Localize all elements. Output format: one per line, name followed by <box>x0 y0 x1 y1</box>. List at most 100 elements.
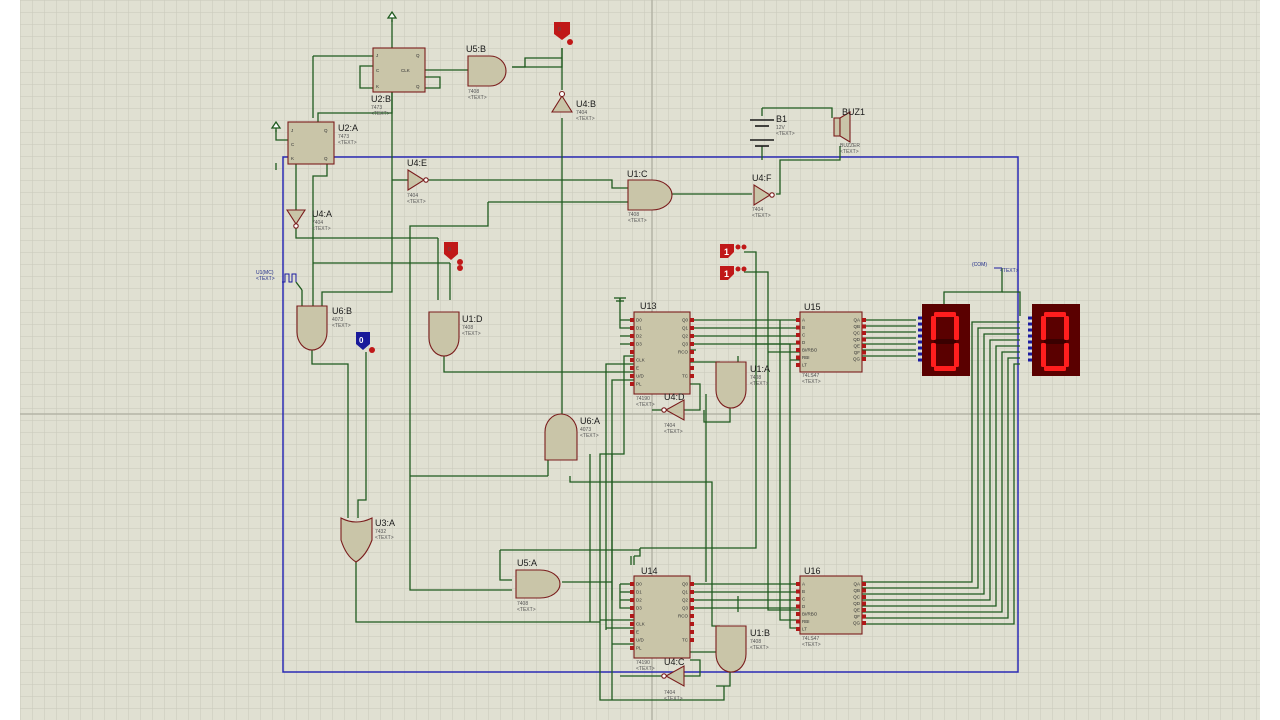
pin-marker[interactable] <box>862 588 866 593</box>
pin-marker[interactable] <box>690 630 694 634</box>
display-pin[interactable] <box>1028 358 1032 362</box>
and-gate-u1d[interactable]: U1:D 7408 <TEXT> <box>428 311 483 357</box>
pin-marker[interactable] <box>630 622 634 626</box>
pin-marker[interactable] <box>796 325 800 330</box>
schematic-sheet[interactable]: J C CLK K Q Q U2:B 7473 <TEXT> J C K Q <box>20 0 1260 720</box>
com-terminal[interactable]: (COM) <TEXT> <box>972 262 1019 274</box>
pin-marker[interactable] <box>690 334 694 338</box>
pin-marker[interactable] <box>796 318 800 322</box>
pin-marker[interactable] <box>690 590 694 594</box>
pin-marker[interactable] <box>630 646 634 650</box>
pin-marker[interactable] <box>690 366 694 370</box>
seven-segment-display-right[interactable] <box>1028 304 1080 376</box>
pin-marker[interactable] <box>630 374 634 378</box>
pin-marker[interactable] <box>690 358 694 362</box>
display-pin[interactable] <box>918 346 922 350</box>
pin-marker[interactable] <box>862 318 866 322</box>
pin-marker[interactable] <box>862 357 866 361</box>
pin-marker[interactable] <box>630 582 634 586</box>
logic-input-1b[interactable]: 1 <box>720 266 747 280</box>
display-pin[interactable] <box>1028 316 1032 320</box>
pin-marker[interactable] <box>690 374 694 378</box>
pin-marker[interactable] <box>630 590 634 594</box>
display-pin[interactable] <box>918 340 922 344</box>
not-gate-u4e[interactable]: U4:E 7404 <TEXT> <box>407 158 429 205</box>
seven-segment-display-left[interactable] <box>918 304 970 376</box>
pin-marker[interactable] <box>690 350 694 354</box>
pin-marker[interactable] <box>690 342 694 346</box>
pin-marker[interactable] <box>630 334 634 338</box>
display-pin[interactable] <box>1028 328 1032 332</box>
pin-marker[interactable] <box>796 612 800 616</box>
pin-marker[interactable] <box>862 331 866 335</box>
pin-marker[interactable] <box>690 582 694 586</box>
logic-input-1a[interactable]: 1 <box>720 244 747 258</box>
display-pin[interactable] <box>918 334 922 338</box>
pin-marker[interactable] <box>862 614 866 619</box>
pin-marker[interactable] <box>630 366 634 370</box>
pin-marker[interactable] <box>630 326 634 330</box>
logic-probe-mid[interactable]: 0 <box>444 242 463 271</box>
and-gate-u5a[interactable]: U5:A 7408 <TEXT> <box>515 558 561 613</box>
flipflop-u2a[interactable]: J C K Q Q U2:A 7473 <TEXT> <box>287 121 358 165</box>
pin-marker[interactable] <box>796 627 800 631</box>
pin-marker[interactable] <box>862 621 866 625</box>
pin-marker[interactable] <box>630 638 634 642</box>
pin-marker[interactable] <box>630 614 634 618</box>
pin-marker[interactable] <box>796 589 800 594</box>
pin-marker[interactable] <box>690 606 694 610</box>
pin-marker[interactable] <box>690 598 694 602</box>
logic-probe-blue[interactable]: 0 <box>356 332 375 353</box>
pin-marker[interactable] <box>796 333 800 337</box>
pin-marker[interactable] <box>690 326 694 330</box>
pin-marker[interactable] <box>690 622 694 626</box>
pin-marker[interactable] <box>796 348 800 352</box>
logic-probe-top[interactable]: 0 <box>554 22 573 45</box>
wire-network[interactable] <box>275 20 1021 701</box>
buzzer-buz1[interactable]: BUZ1 BUZZER <TEXT> <box>833 107 865 155</box>
pin-marker[interactable] <box>690 318 694 322</box>
schematic-drawing[interactable]: J C CLK K Q Q U2:B 7473 <TEXT> J C K Q <box>20 0 1260 720</box>
pin-marker[interactable] <box>862 337 866 342</box>
and-gate-u5b[interactable]: U5:B 7408 <TEXT> <box>466 44 507 101</box>
and-gate-u1a[interactable]: U1:A 7408 <TEXT> <box>715 361 770 409</box>
and-gate-u1c[interactable]: U1:C 7408 <TEXT> <box>627 169 673 224</box>
pin-marker[interactable] <box>630 598 634 602</box>
and-gate-u6a[interactable]: U6:A 4073 <TEXT> <box>544 413 600 461</box>
pin-marker[interactable] <box>796 582 800 586</box>
pin-marker[interactable] <box>796 597 800 601</box>
pin-marker[interactable] <box>862 601 866 606</box>
display-pin[interactable] <box>1028 352 1032 356</box>
not-gate-u4b[interactable]: U4:B 7404 <TEXT> <box>551 90 596 123</box>
not-gate-u4d[interactable]: U4:D 7404 <TEXT> <box>661 392 685 435</box>
pin-marker[interactable] <box>630 318 634 322</box>
pin-marker[interactable] <box>862 350 866 355</box>
and-gate-u1b[interactable]: U1:B 7408 <TEXT> <box>715 625 770 673</box>
pin-marker[interactable] <box>630 630 634 634</box>
pin-marker[interactable] <box>630 342 634 346</box>
display-pin[interactable] <box>918 358 922 362</box>
pin-marker[interactable] <box>630 382 634 386</box>
pin-marker[interactable] <box>690 638 694 642</box>
pin-marker[interactable] <box>862 324 866 329</box>
pin-marker[interactable] <box>796 619 800 624</box>
pin-marker[interactable] <box>796 363 800 367</box>
pin-marker[interactable] <box>796 340 800 345</box>
flipflop-u2b[interactable]: J C CLK K Q Q U2:B 7473 <TEXT> <box>371 47 426 117</box>
and-gate-u6b[interactable]: U6:B 4073 <TEXT> <box>296 305 352 351</box>
display-pin[interactable] <box>1028 322 1032 326</box>
pin-marker[interactable] <box>862 595 866 599</box>
pin-marker[interactable] <box>630 350 634 354</box>
or-gate-u3a[interactable]: U3:A 7432 <TEXT> <box>340 517 395 563</box>
display-pin[interactable] <box>1028 334 1032 338</box>
display-pin[interactable] <box>1028 346 1032 350</box>
pin-marker[interactable] <box>630 606 634 610</box>
pin-marker[interactable] <box>862 582 866 586</box>
display-pin[interactable] <box>918 352 922 356</box>
display-pin[interactable] <box>918 328 922 332</box>
not-gate-u4a[interactable]: U4:A 7404 <TEXT> <box>285 209 332 232</box>
